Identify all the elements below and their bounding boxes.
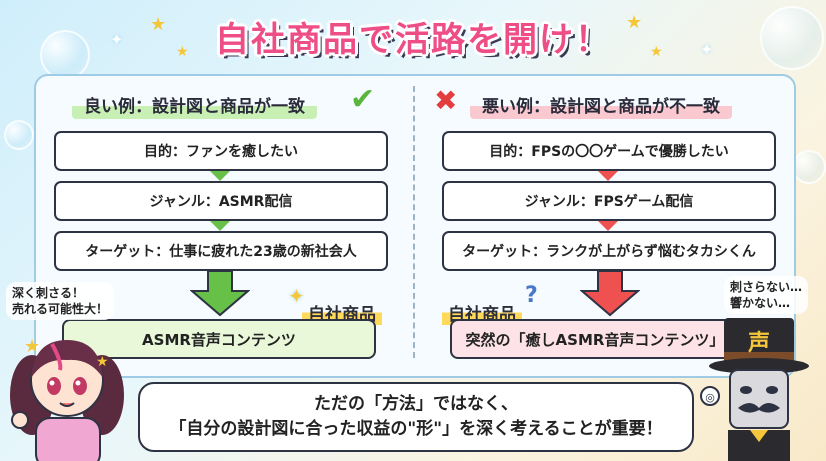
svg-text:★: ★ [96,354,109,370]
bubble-decoration [760,6,824,70]
girl-speech-bubble: 深く刺さる！ 売れる可能性大！ [6,282,115,321]
arrow-down-icon [598,171,618,181]
arrow-down-icon [598,221,618,231]
good-example-heading: 良い例：設計図と商品が一致 [72,90,317,119]
star-icon: ★ [626,12,643,33]
bubble-decoration [792,150,826,184]
svg-text:◎: ◎ [705,391,715,404]
girl-bubble-line1: 深く刺さる！ [12,286,85,300]
star-icon: ★ [176,44,189,60]
girl-character-illustration: ★ ★ [10,336,124,461]
divider [413,86,415,358]
mascot-hat-text: 声 [747,331,770,356]
bad-result-box: 突然の「癒しASMR音声コンテンツ」 [450,319,740,359]
good-genre-box: ジャンル：ASMR配信 [54,181,388,221]
good-purpose-box: 目的：ファンを癒したい [54,131,388,171]
bad-genre-box: ジャンル：FPSゲーム配信 [442,181,776,221]
bad-purpose-box: 目的：FPSの〇〇ゲームで優勝したい [442,131,776,171]
big-arrow-down-icon [580,271,640,317]
big-arrow-down-icon [190,271,250,317]
star-icon: ★ [650,44,663,60]
sparkle-icon: ✦ [700,40,714,59]
conclusion-line2: 「自分の設計図に合った収益の"形"」を深く考えることが重要！ [169,419,663,439]
conclusion-line1: ただの「方法」ではなく、 [314,393,518,414]
check-icon: ✔ [350,82,376,117]
mascot-speech-bubble: 刺さらない… 響かない… [724,276,809,315]
bad-example-heading: 悪い例：設計図と商品が不一致 [470,90,732,119]
good-target-box: ターゲット：仕事に疲れた23歳の新社会人 [54,231,388,271]
good-result-box: ASMR音声コンテンツ [62,319,376,359]
sparkle-icon: ✦ [288,284,305,308]
question-mark-icon: ? [525,283,538,308]
page-title: 自社商品で活路を開け！ [215,20,611,60]
star-icon: ★ [150,14,167,35]
mascot-character-illustration: 声 ◎ [700,318,809,461]
sparkle-icon: ✦ [110,30,124,49]
cross-icon: ✖ [434,84,458,117]
arrow-down-icon [210,221,230,231]
bubble-decoration [40,30,90,80]
girl-bubble-line2: 売れる可能性大！ [12,302,109,317]
mascot-bubble-line1: 刺さらない… [730,280,803,294]
arrow-down-icon [210,171,230,181]
bubble-decoration [4,120,34,150]
bad-target-box: ターゲット：ランクが上がらず悩むタカシくん [442,231,776,271]
svg-text:★: ★ [24,336,40,357]
conclusion-speech-box: ただの「方法」ではなく、 「自分の設計図に合った収益の"形"」を深く考えることが… [138,382,694,452]
mascot-bubble-line2: 響かない… [730,296,791,311]
